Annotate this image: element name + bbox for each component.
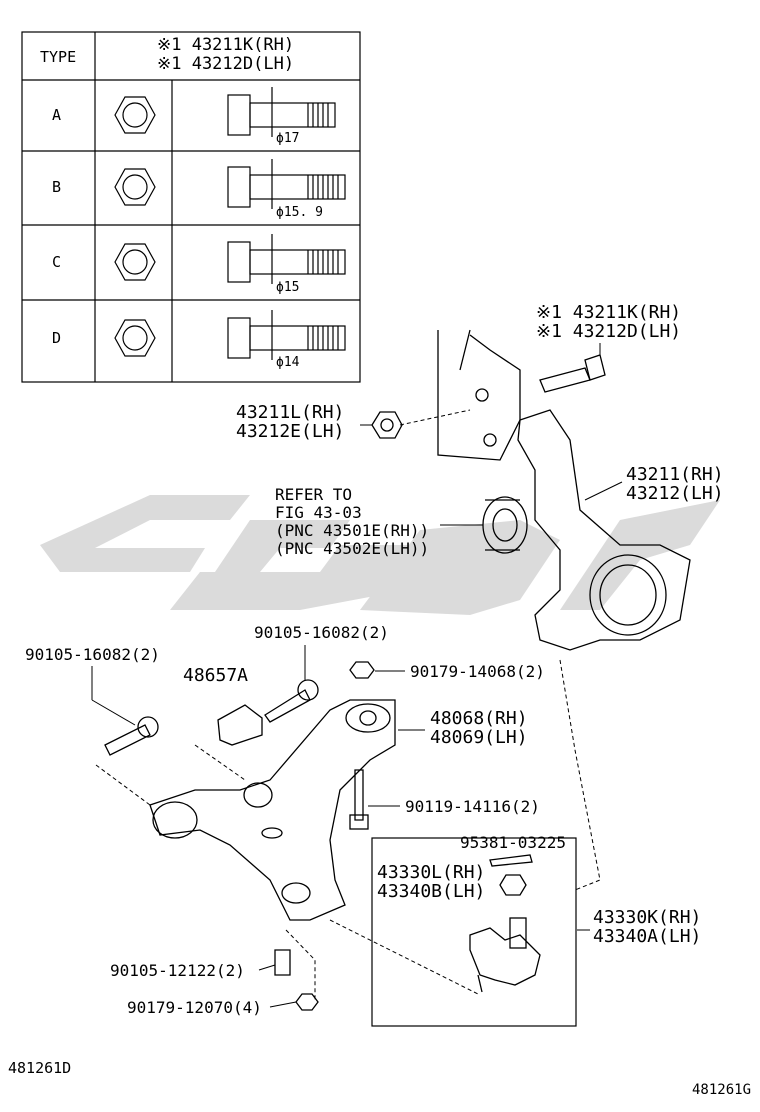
bolt-side-icon-a (227, 87, 336, 137)
table-row-c-type: C (52, 253, 61, 271)
table-row-a-dim: ϕ17 (276, 131, 299, 146)
label-arm-lh: 48069(LH) (430, 727, 528, 748)
label-balljoint-lh: 43340A(LH) (593, 926, 701, 947)
label-refer-2: FIG 43-03 (275, 503, 362, 522)
table-row-b-type: B (52, 178, 61, 196)
bolt-side-icon-c (227, 234, 346, 284)
label-balljoint-rh: 43330K(RH) (593, 907, 701, 928)
knuckle-drawing (517, 409, 691, 651)
label-nut-lh: 43212E(LH) (236, 421, 344, 442)
label-refer-4: (PNC 43502E(LH)) (275, 539, 429, 558)
table-row-d-dim: ϕ14 (276, 355, 300, 370)
strut-drawing (437, 329, 521, 461)
table-header-part1: ※1 43211K(RH) (157, 35, 294, 55)
footer-right-code: 481261G (692, 1082, 751, 1098)
label-arm-rh: 48068(RH) (430, 708, 528, 729)
bolt-side-icon-b (227, 159, 346, 209)
label-refer-1: REFER TO (275, 485, 352, 504)
label-nut-c: 90179-14068(2) (410, 662, 545, 681)
hex-head-icon-a (114, 96, 156, 134)
hex-head-icon-c (114, 243, 156, 281)
watermark-logo (40, 495, 720, 615)
table-row-b-dim: ϕ15. 9 (276, 205, 323, 220)
label-nut-rh: 43211L(RH) (236, 402, 344, 423)
table-header-type: TYPE (40, 48, 76, 66)
label-bolt-top-rh: ※1 43211K(RH) (536, 302, 681, 323)
label-knuckle-rh: 43211(RH) (626, 464, 724, 485)
table-header-part2: ※1 43212D(LH) (157, 54, 294, 74)
label-ballnut-lh: 43340B(LH) (377, 881, 485, 902)
label-knuckle-lh: 43212(LH) (626, 483, 724, 504)
top-bolt-drawing (539, 354, 606, 393)
bearing-drawing (482, 496, 528, 554)
ball-joint-drawing (469, 854, 541, 993)
label-bolt-b: 90105-16082(2) (254, 623, 389, 642)
footer-left-code: 481261D (8, 1059, 71, 1077)
table-bolt-icons (227, 87, 346, 360)
type-table (21, 31, 361, 383)
label-refer-3: (PNC 43501E(RH)) (275, 521, 429, 540)
label-bolt-a: 90105-16082(2) (25, 645, 160, 664)
label-bracket: 48657A (183, 665, 248, 686)
lower-bolts-drawing (104, 661, 375, 1011)
label-bolt-d: 90119-14116(2) (405, 797, 540, 816)
bracket-48657-drawing (217, 704, 263, 746)
label-ballnut-rh: 43330L(RH) (377, 862, 485, 883)
hex-head-icon-b (114, 168, 156, 206)
ball-joint-box (371, 837, 577, 1027)
table-row-a-type: A (52, 106, 61, 124)
dashed-leader-lines (95, 409, 601, 1000)
top-nut-drawing (371, 411, 403, 439)
table-row-c-dim: ϕ15 (276, 280, 299, 295)
hex-head-icon-d (114, 319, 156, 357)
label-bolt-top-lh: ※1 43212D(LH) (536, 321, 681, 342)
lower-arm-drawing (149, 699, 396, 921)
label-nut-e: 90179-12070(4) (127, 998, 262, 1017)
leader-lines (91, 343, 623, 1008)
table-hex-icons (114, 96, 156, 357)
label-pin: 95381-03225 (460, 833, 566, 852)
bolt-side-icon-d (227, 310, 346, 360)
label-bolt-e: 90105-12122(2) (110, 961, 245, 980)
table-row-d-type: D (52, 329, 61, 347)
